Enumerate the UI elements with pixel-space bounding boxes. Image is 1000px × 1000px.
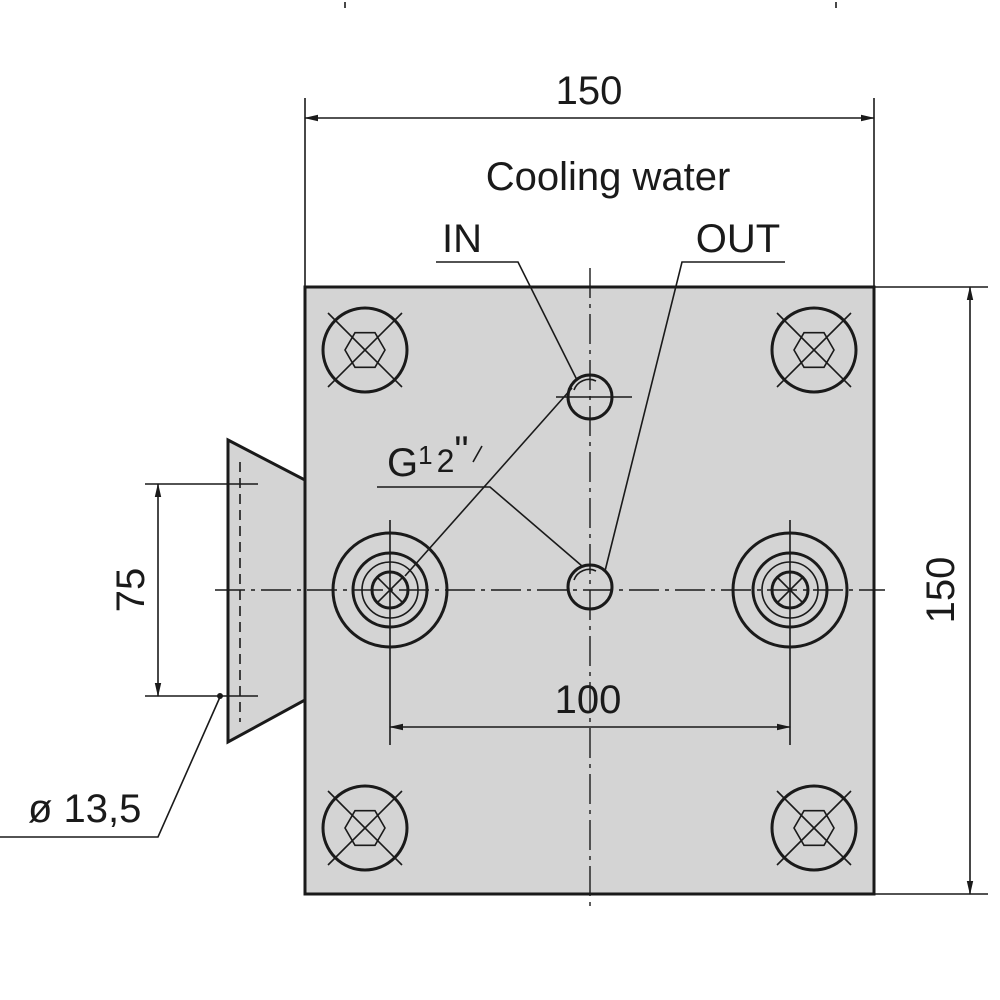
outlet-leader <box>604 261 785 572</box>
hole-spacing-label: 100 <box>555 678 622 722</box>
left-fitting <box>331 520 449 660</box>
side-flange <box>145 437 307 745</box>
thread-leader-to-outlet <box>377 486 583 567</box>
right-fitting <box>731 520 849 660</box>
inlet-leader <box>436 261 578 381</box>
width-dimension-label: 150 <box>556 69 623 113</box>
mount-hole-leader <box>0 696 221 838</box>
inlet-callout: IN <box>436 217 578 381</box>
mount-hole-diameter-label: ø 13,5 <box>28 787 141 831</box>
height-dimension: 150 <box>874 286 988 895</box>
outlet-callout: OUT <box>604 217 785 572</box>
inlet-label: IN <box>442 217 482 261</box>
mount-hole-callout: ø 13,5 <box>0 693 223 838</box>
thread-fraction-slash <box>472 445 483 463</box>
mount-spacing-label: 75 <box>109 568 153 613</box>
corner-bolt-top-left <box>321 306 409 394</box>
inlet-port <box>566 373 614 421</box>
mount-spacing-dimension: 75 <box>109 483 162 697</box>
corner-bolt-top-right <box>770 306 858 394</box>
corner-bolt-bottom-left <box>321 784 409 872</box>
hole-spacing-dimension: 100 <box>389 660 791 745</box>
corner-bolt-bottom-right <box>770 784 858 872</box>
cooling-water-title: Cooling water <box>486 155 731 199</box>
height-dimension-label: 150 <box>919 557 963 624</box>
width-dimension: 150 <box>304 69 875 287</box>
thread-leader-to-fitting <box>404 387 573 577</box>
outlet-port <box>566 563 614 611</box>
outlet-label: OUT <box>696 217 780 261</box>
mount-hole-leader-dot <box>217 693 223 699</box>
